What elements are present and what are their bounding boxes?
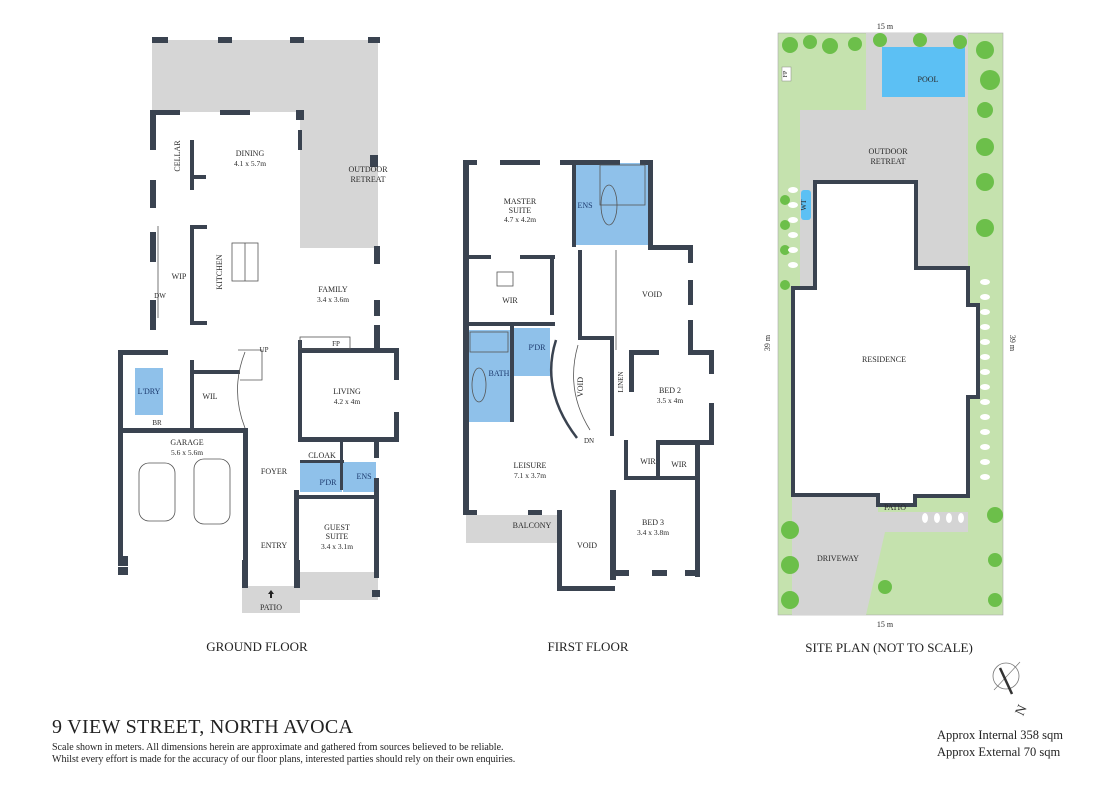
label-family: FAMILY [318,285,347,294]
label-foyer: FOYER [261,467,288,476]
label-master-suite-2: SUITE [509,206,532,215]
plants [780,33,1003,609]
ground-floor-plan: OUTDOOR RETREAT CELLAR DINING 4.1 x 5.7m… [118,37,399,613]
first-floor-plan: MASTER SUITE 4.7 x 4.2m ENS WIR VOID BAT… [463,160,714,591]
label-wir-2: WIR [640,457,656,466]
caption-first-floor: FIRST FLOOR [547,639,628,654]
label-living: LIVING [333,387,361,396]
master-ensuite-wet-area [575,163,650,245]
fireplace-box [781,66,792,82]
paved-area [792,33,968,615]
label-water-tank: WT [800,199,808,211]
label-driveway: DRIVEWAY [817,554,859,563]
label-living-dim: 4.2 x 4m [334,397,361,406]
label-guest-suite-2: SUITE [326,532,349,541]
site-width-top: 15 m [877,22,894,31]
label-laundry: L'DRY [138,387,161,396]
disclaimer-line-2: Whilst every effort is made for the accu… [52,754,516,765]
label-patio: PATIO [260,603,282,612]
first-floor-fixtures [469,164,646,439]
ground-floor-walls [118,37,399,597]
label-site-outdoor-retreat-1: OUTDOOR [868,147,908,156]
label-master-suite-dim: 4.7 x 4.2m [504,215,536,224]
label-stairs-down: DN [584,437,594,445]
label-ensuite: ENS [356,472,371,481]
water-tank [801,190,811,220]
label-family-dim: 3.4 x 3.6m [317,295,349,304]
label-master-suite-1: MASTER [504,197,537,206]
label-dw: DW [154,292,166,300]
label-garage-dim: 5.6 x 5.6m [171,448,203,457]
label-balcony: BALCONY [513,521,552,530]
label-master-ensuite: ENS [577,201,592,210]
label-dining-dim: 4.1 x 5.7m [234,159,266,168]
label-stairs-up: UP [260,346,269,354]
pool [882,47,965,97]
label-residence: RESIDENCE [862,355,906,364]
site-width-bottom: 15 m [877,620,894,629]
site-depth-left: 39 m [763,334,772,351]
site-plan: FP POOL OUTDOOR RETREAT WT RESIDENCE PAT… [763,22,1017,629]
label-leisure: LEISURE [514,461,547,470]
north-arrow-icon: N [992,661,1031,719]
label-bed-3-dim: 3.4 x 3.8m [637,528,669,537]
label-leisure-dim: 7.1 x 3.7m [514,471,546,480]
label-cloak: CLOAK [308,451,336,460]
label-void-bottom: VOID [577,541,597,550]
label-bath: BATH [489,369,510,378]
stepping-stones [788,187,990,523]
label-garage: GARAGE [170,438,203,447]
caption-site-plan: SITE PLAN (NOT TO SCALE) [805,640,973,655]
label-wip: WIP [172,272,187,281]
residence-footprint [791,180,980,507]
label-site-fireplace: FP [783,70,789,77]
label-site-patio: PATIO [884,503,906,512]
label-powder-room: P'DR [319,478,337,487]
label-cellar: CELLAR [173,140,182,172]
site-depth-right: 39 m [1008,335,1017,352]
label-bed-3: BED 3 [642,518,664,527]
powder-room-wet-area [300,462,342,492]
disclaimer-line-1: Scale shown in meters. All dimensions he… [52,742,504,753]
label-outdoor-retreat-2: RETREAT [350,175,385,184]
label-kitchen: KITCHEN [215,254,224,289]
bath-wet-area [468,330,510,422]
label-linen: LINEN [617,372,625,393]
label-dining: DINING [236,149,265,158]
label-outdoor-retreat-1: OUTDOOR [348,165,388,174]
label-guest-suite-1: GUEST [324,523,350,532]
label-wir: WIR [502,296,518,305]
label-pool: POOL [918,75,939,84]
label-bed-2: BED 2 [659,386,681,395]
label-entry: ENTRY [261,541,287,550]
label-wil: WIL [202,392,217,401]
balcony-area [466,515,558,543]
label-site-outdoor-retreat-2: RETREAT [870,157,905,166]
label-bed-2-dim: 3.5 x 4m [657,396,684,405]
label-fireplace: FP [332,340,340,348]
ensuite-wet-area [343,462,376,492]
label-void-stair: VOID [576,377,585,397]
entry-arrow-icon [268,590,274,598]
label-void-top: VOID [642,290,662,299]
guest-patio [300,572,378,600]
label-br: BR [152,419,162,427]
north-label: N [1013,703,1031,719]
laundry-wet-area [135,368,163,415]
internal-area: Approx Internal 358 sqm [937,728,1064,742]
ground-floor-fixtures [138,226,351,525]
first-floor-walls [463,160,714,591]
label-guest-suite-dim: 3.4 x 3.1m [321,542,353,551]
property-address: 9 VIEW STREET, NORTH AVOCA [52,716,354,738]
caption-ground-floor: GROUND FLOOR [206,639,308,654]
label-first-powder: P'DR [528,343,546,352]
label-wir-3: WIR [671,460,687,469]
first-powder-wet-area [513,328,550,376]
outdoor-retreat-area [152,40,378,248]
external-area: Approx External 70 sqm [937,745,1061,759]
